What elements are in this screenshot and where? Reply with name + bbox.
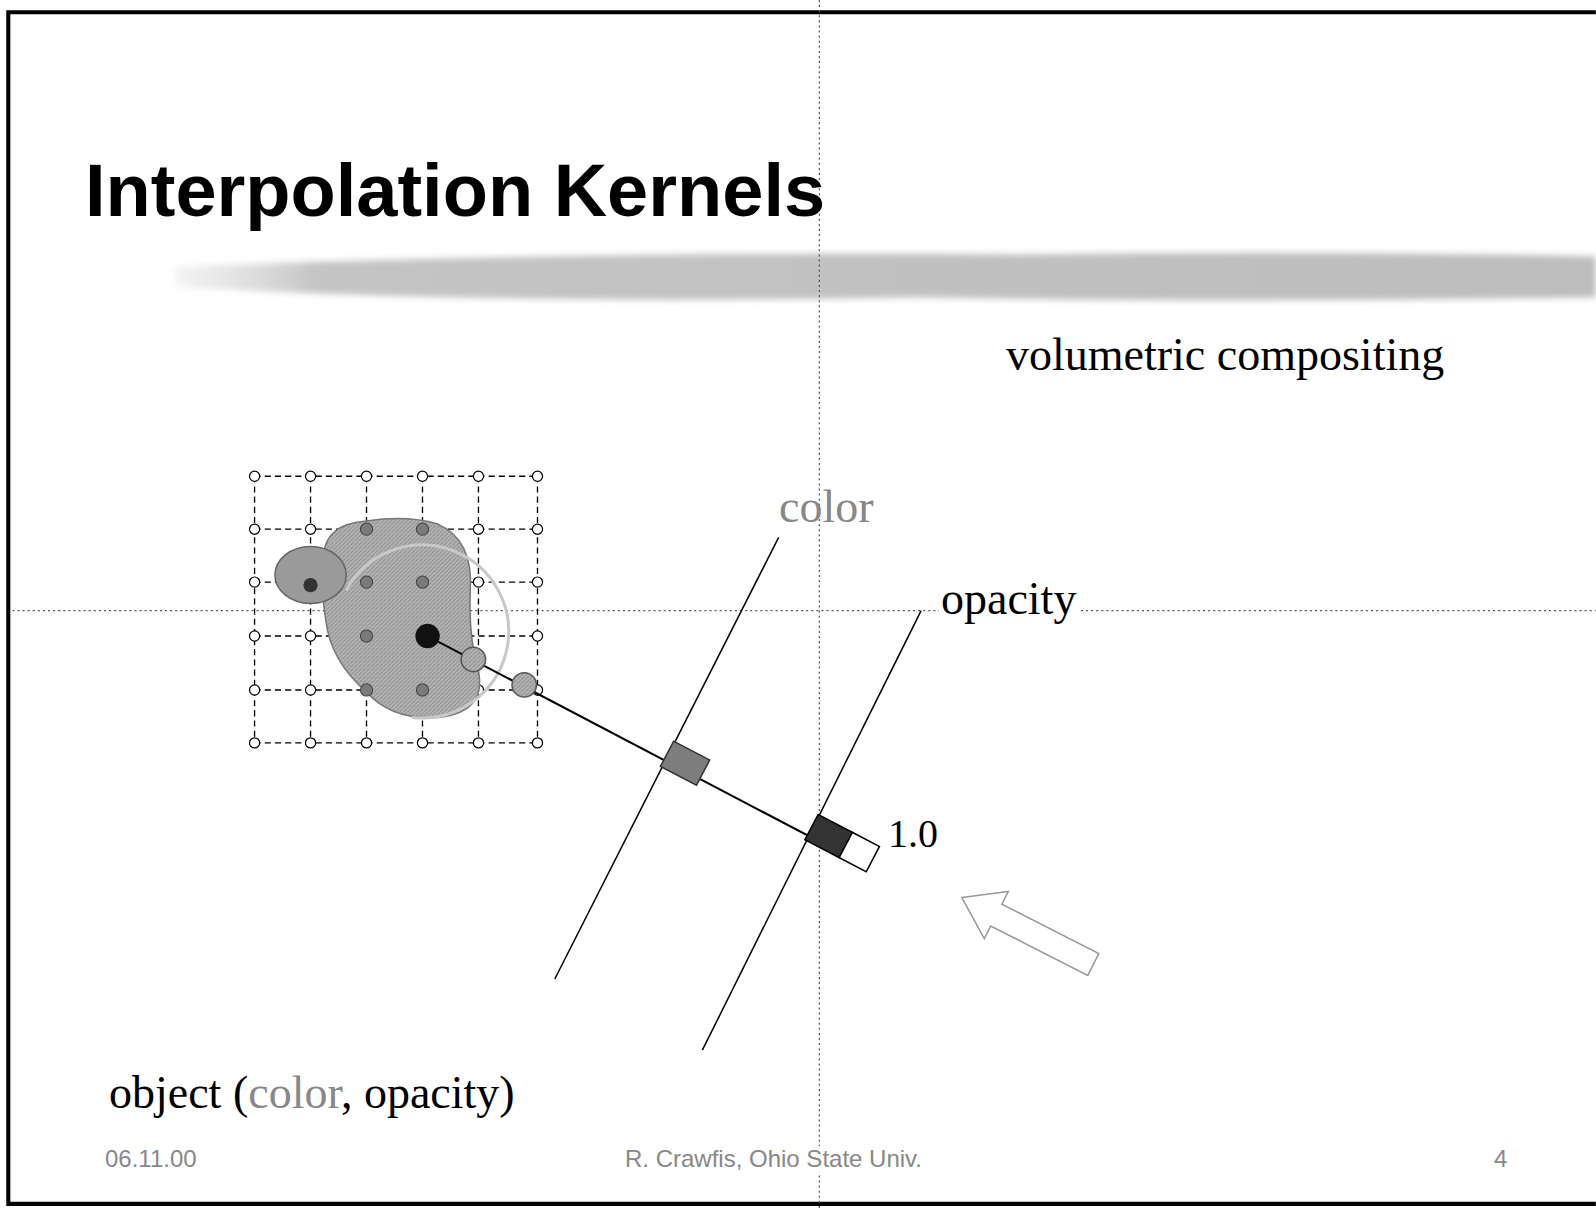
ray-sample bbox=[461, 647, 485, 671]
color-sample bbox=[660, 741, 709, 785]
guide-line bbox=[12, 610, 1595, 611]
footer-author: R. Crawfis, Ohio State Univ. bbox=[623, 1146, 924, 1172]
color-label: color bbox=[779, 482, 874, 533]
kernel-circle bbox=[346, 545, 509, 718]
subheading: volumetric compositing bbox=[1006, 330, 1444, 381]
sample-point bbox=[303, 578, 317, 592]
color-plane bbox=[555, 537, 779, 979]
ray bbox=[428, 636, 861, 863]
slide-frame bbox=[8, 12, 1596, 1204]
voxel-grid bbox=[255, 476, 538, 743]
opacity-value: 1.0 bbox=[888, 812, 938, 856]
sample-point bbox=[360, 523, 428, 696]
grid-point bbox=[249, 471, 542, 748]
view-arrow bbox=[950, 874, 1106, 988]
page-number: 4 bbox=[1494, 1146, 1507, 1172]
opacity-sample bbox=[805, 814, 880, 871]
slide-title: Interpolation Kernels bbox=[85, 150, 825, 231]
kernel-center bbox=[415, 624, 439, 648]
footer-date: 06.11.00 bbox=[105, 1146, 197, 1172]
object-caption: object (color, opacity) bbox=[109, 1068, 515, 1119]
ray-sample bbox=[512, 673, 536, 697]
title-brush-stroke bbox=[175, 253, 1596, 300]
opacity-label: opacity bbox=[939, 574, 1078, 625]
object-lobe bbox=[275, 546, 346, 603]
